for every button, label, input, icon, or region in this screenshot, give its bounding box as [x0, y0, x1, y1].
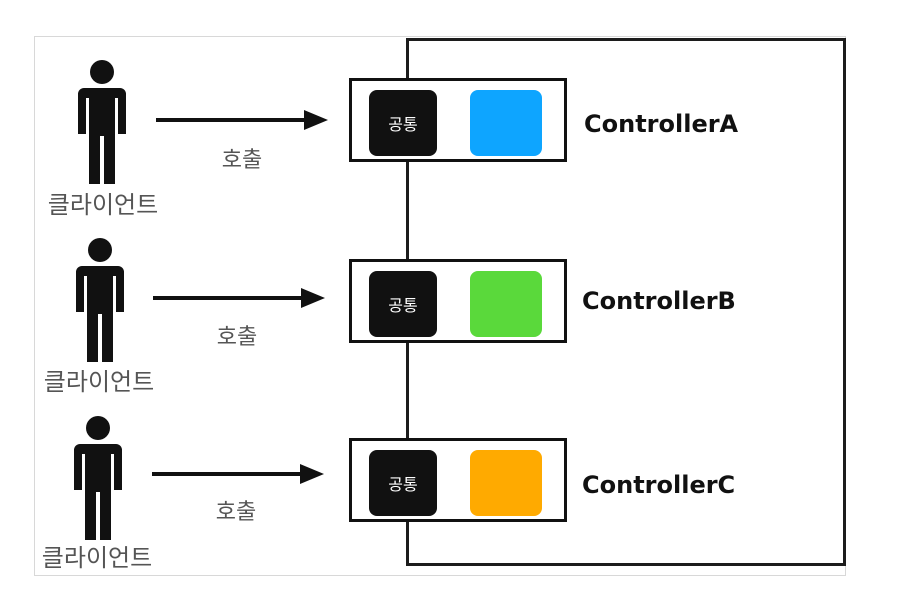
controller-a-block	[470, 90, 542, 156]
controller-b-block	[470, 271, 542, 337]
common-block: 공통	[369, 90, 437, 156]
controller-c-block	[470, 450, 542, 516]
call-label: 호출	[221, 148, 263, 173]
common-block: 공통	[369, 271, 437, 337]
controller-name: ControllerB	[582, 287, 736, 315]
controller-name: ControllerC	[582, 471, 736, 499]
person-icon	[78, 60, 126, 184]
person-icon	[74, 416, 122, 540]
common-block: 공통	[369, 450, 437, 516]
flow-row-b: 클라이언트 호출 공통 ControllerB	[0, 230, 897, 396]
flow-row-a: 클라이언트 호출 공통 ControllerA	[0, 50, 897, 219]
call-label: 호출	[215, 500, 257, 525]
controller-box-a: 공통	[349, 78, 567, 162]
call-label: 호출	[216, 325, 258, 350]
controller-name: ControllerA	[584, 110, 739, 138]
flow-row-c: 클라이언트 호출 공통 ControllerC	[0, 410, 897, 572]
arrow-right-icon	[156, 110, 328, 130]
client-label: 클라이언트	[43, 368, 155, 396]
controller-box-c: 공통	[349, 438, 567, 522]
client-label: 클라이언트	[47, 191, 159, 219]
client-label: 클라이언트	[41, 544, 153, 572]
controller-box-b: 공통	[349, 259, 567, 343]
person-icon	[76, 238, 124, 362]
arrow-right-icon	[153, 288, 325, 308]
arrow-right-icon	[152, 464, 324, 484]
